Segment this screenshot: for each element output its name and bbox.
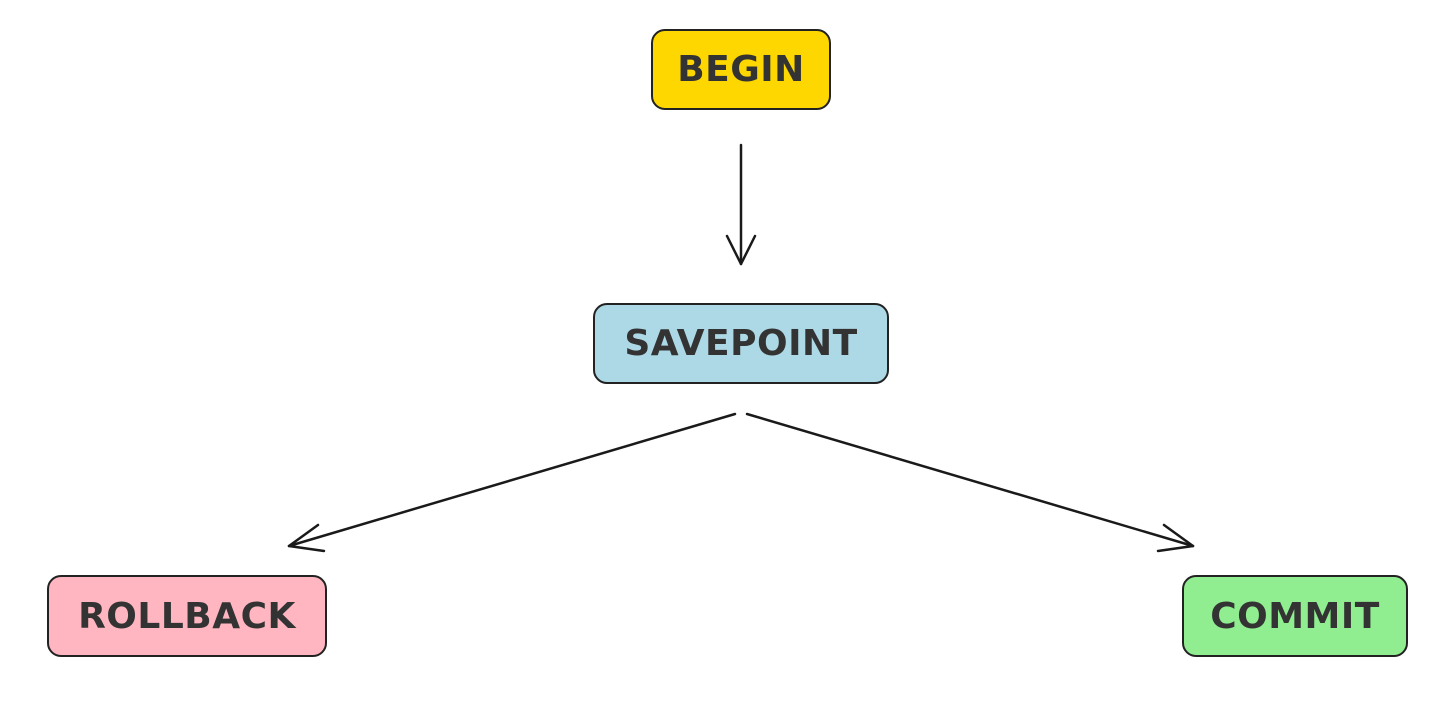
savepoint-node: SAVEPOINT xyxy=(593,303,889,384)
savepoint-node-label: SAVEPOINT xyxy=(624,323,858,364)
edge-savepoint-to-commit xyxy=(745,412,1195,553)
rollback-node: ROLLBACK xyxy=(47,575,327,657)
rollback-node-label: ROLLBACK xyxy=(78,595,296,637)
edge-begin-to-savepoint xyxy=(725,143,757,266)
commit-node-label: COMMIT xyxy=(1210,595,1380,637)
edge-savepoint-to-rollback xyxy=(287,412,737,553)
begin-node-label: BEGIN xyxy=(677,49,805,90)
begin-node: BEGIN xyxy=(651,29,831,110)
commit-node: COMMIT xyxy=(1182,575,1408,657)
